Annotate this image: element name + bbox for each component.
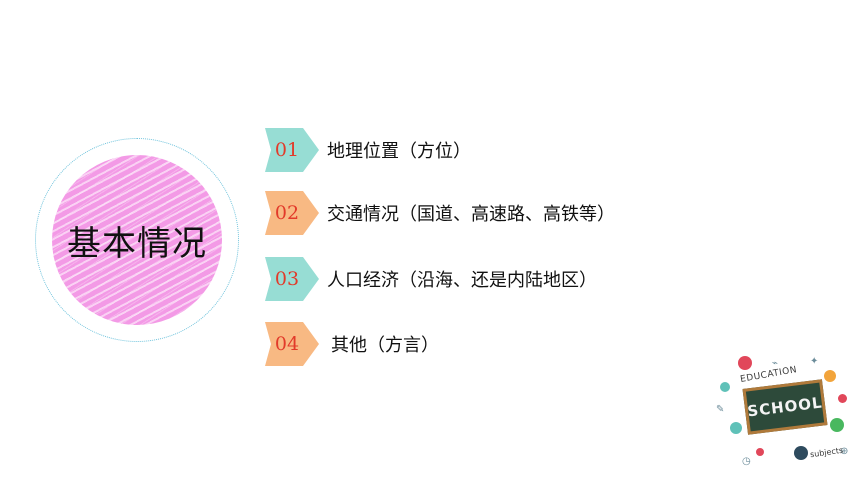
- school-label: SCHOOL: [746, 393, 824, 421]
- lightbulb-icon: [830, 418, 844, 432]
- compass-icon: ⊕: [840, 446, 849, 457]
- arrow-tag: [265, 191, 319, 235]
- arrow-tag: [265, 322, 319, 366]
- palette-icon: [756, 448, 764, 456]
- atom-icon: [738, 356, 752, 370]
- item-number: 04: [274, 333, 300, 355]
- arrow-tag: [265, 128, 319, 172]
- item-number: 01: [274, 139, 300, 161]
- title-circle: 基本情况: [52, 155, 222, 325]
- chart-icon: ⌁: [772, 358, 779, 369]
- item-text: 其他（方言）: [331, 335, 439, 356]
- book-icon: [794, 446, 808, 460]
- item-text: 交通情况（国道、高速路、高铁等）: [327, 204, 615, 225]
- clock-icon: ◷: [742, 456, 751, 467]
- chalkboard: SCHOOL: [742, 379, 828, 435]
- calculator-icon: [838, 394, 847, 403]
- slide-title: 基本情况: [67, 223, 207, 264]
- ruler-icon: ✎: [716, 404, 725, 415]
- item-text: 人口经济（沿海、还是内陆地区）: [327, 270, 597, 291]
- flask-icon: [824, 370, 836, 382]
- item-number: 03: [274, 268, 300, 290]
- circle-ring: [35, 138, 239, 342]
- arrow-tag: [265, 257, 319, 301]
- subjects-label: subjects: [809, 445, 844, 460]
- item-text: 地理位置（方位）: [327, 141, 471, 162]
- star-icon: ✦: [810, 356, 819, 367]
- globe-icon: [730, 422, 742, 434]
- pencil-icon: [720, 382, 730, 392]
- item-number: 02: [274, 202, 300, 224]
- school-badge: ✎ ⌁ ✦ ⊕ ◷ EDUCATION SCHOOL subjects: [712, 352, 857, 474]
